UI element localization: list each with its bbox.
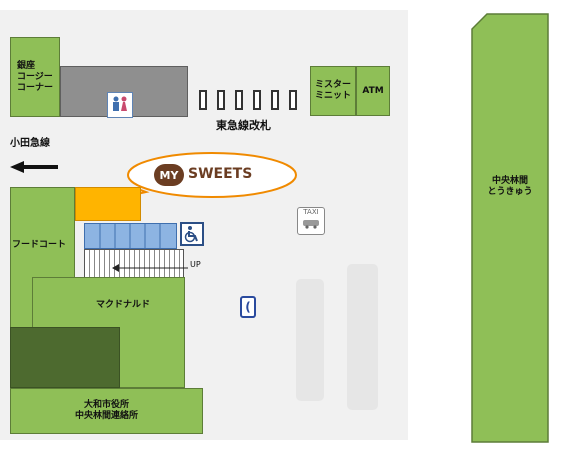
yamato-city-office-label: 大和市役所 中央林間連絡所 [74,400,138,421]
ginza-cozy-corner: 銀座 コージー コーナー [10,37,60,117]
mcdonalds-label: マクドナルド [96,300,151,310]
ticket-gate [289,90,297,110]
taxi-label: TAXI [303,208,319,216]
mister-minit-label: ミスター ミニット [314,80,351,101]
up-label: UP [190,260,201,269]
escalator [84,249,184,279]
atm-label: ATM [362,85,384,96]
crosswalk-stripe [431,106,437,142]
road-pillar [296,279,324,401]
mister-minit: ミスター ミニット [310,66,356,116]
dark-block [10,327,120,388]
mysweets-logo-badge: MY [154,164,184,186]
up-arrow [112,258,188,272]
mysweets-shop [75,187,141,221]
phone-icon: ( [240,296,256,318]
ticket-gate [217,90,225,110]
chuorinkan-tokyu-label: 中央林間 とうきゅう [487,176,533,197]
crosswalk-stripe [441,106,447,142]
crosswalk-stripe [421,106,427,142]
crosswalk-stripe [451,106,457,142]
ticket-gate [199,90,207,110]
road-pillar [347,264,378,410]
phone-symbol: ( [245,300,251,314]
restroom-icon [107,92,133,118]
odakyu-line-label: 小田急線 [10,138,50,149]
food-court-label: フードコート [12,240,67,250]
atm-booth: ATM [356,66,390,116]
crosswalk-stripe [411,106,417,142]
ticket-gate [235,90,243,110]
mysweets-logo-my: MY [159,168,179,182]
yamato-city-office: 大和市役所 中央林間連絡所 [10,388,203,434]
taxi-icon: TAXI [297,207,325,235]
left-arrow-icon [10,158,58,173]
wheelchair-icon [180,222,204,246]
ticket-gate [253,90,261,110]
staircase [84,223,177,249]
ticket-gate [271,90,279,110]
chuorinkan-tokyu-building [471,13,549,443]
mysweets-logo-text: SWEETS [188,166,253,182]
tokyu-gate-label: 東急線改札 [216,119,271,132]
ginza-cozy-corner-label: 銀座 コージー コーナー [16,60,53,93]
